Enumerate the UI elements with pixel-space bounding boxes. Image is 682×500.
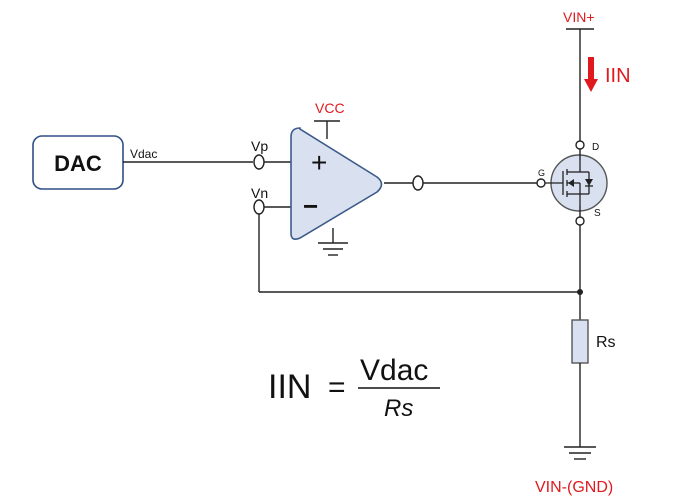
current-label: IIN: [605, 65, 631, 87]
drain-label: D: [592, 142, 599, 153]
vn-terminal: [253, 199, 265, 215]
vn-label: Vn: [251, 185, 268, 201]
opamp-minus-sign: −: [303, 191, 318, 221]
mosfet-arrow: [568, 179, 574, 187]
opamp-output-terminal: [412, 175, 424, 191]
vp-label: Vp: [251, 138, 268, 154]
vin-minus-label: VIN-(GND): [535, 479, 613, 496]
gate-terminal: [536, 178, 546, 188]
current-formula: IIN = Vdac Rs: [268, 354, 440, 422]
vcc-label: VCC: [315, 100, 345, 116]
vin-plus-label: VIN+: [563, 9, 595, 25]
vp-terminal: [253, 154, 265, 170]
source-terminal: [575, 216, 585, 226]
opamp-plus-sign: +: [311, 147, 327, 178]
rs-resistor: [571, 319, 589, 364]
rs-label: Rs: [596, 334, 616, 351]
formula-denominator: Rs: [384, 395, 413, 422]
junction-node: [577, 289, 583, 295]
source-label: S: [594, 208, 601, 219]
gate-label: G: [538, 168, 545, 178]
formula-lhs: IIN: [268, 368, 311, 406]
drain-terminal: [575, 140, 585, 150]
formula-equals: =: [328, 371, 346, 404]
current-arrow: [584, 57, 598, 92]
opamp-triangle: [290, 127, 383, 240]
vdac-label: Vdac: [130, 147, 157, 161]
formula-numerator: Vdac: [360, 354, 428, 387]
dac-label: DAC: [54, 151, 102, 176]
mosfet-diode: [585, 179, 593, 186]
